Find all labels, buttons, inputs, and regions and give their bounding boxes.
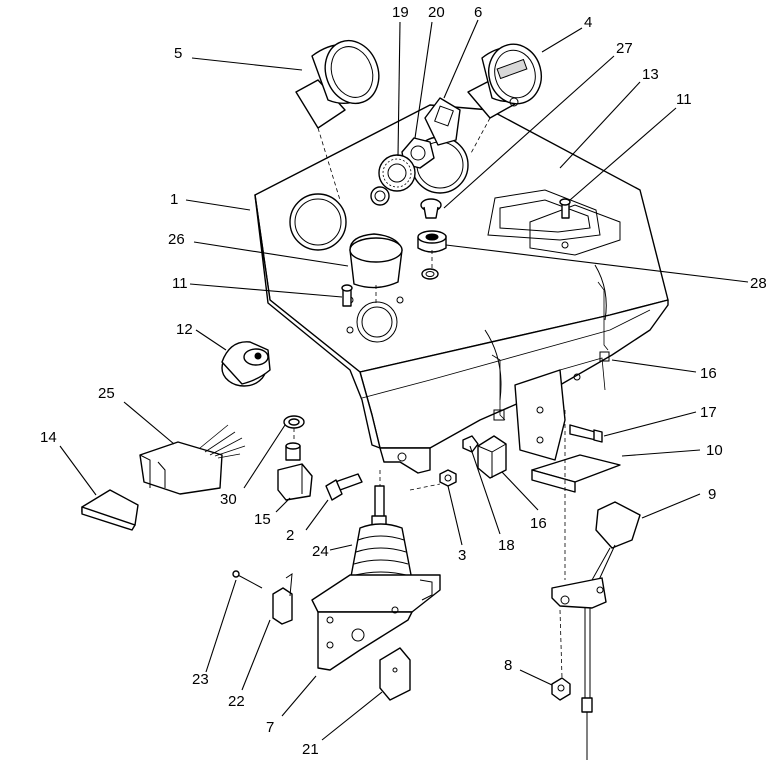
connector-26: [139, 424, 246, 495]
callout-3: 3: [458, 547, 466, 564]
gauge-5: [295, 39, 380, 129]
callout-23: 22: [228, 693, 245, 710]
bracket-10: [514, 357, 621, 493]
nut-8: [551, 677, 571, 701]
callout-6: 6: [474, 4, 482, 21]
callout-24: 23: [192, 671, 209, 688]
callout-20: 19: [392, 4, 409, 21]
lever-9: [551, 501, 641, 760]
gauge-4: [467, 43, 542, 119]
nut-30: [283, 415, 305, 429]
bolt-11-left: [341, 284, 353, 307]
seal-29: [417, 230, 447, 280]
callout-9: 9: [708, 486, 716, 503]
buzzer-13: [221, 341, 271, 387]
nut-19: [462, 435, 479, 453]
callout-10: 10: [706, 442, 723, 459]
label-15: [81, 489, 139, 531]
callout-30: 30: [220, 491, 237, 508]
callout-25: 24: [312, 543, 329, 560]
bolt-2: [325, 473, 363, 501]
switch-23: [272, 573, 293, 625]
assembly-lines: [293, 117, 566, 679]
callout-5: 5: [174, 45, 182, 62]
callout-labels: 5 19 20 6 4 27 13 11 1 26 28 11 12 16 25…: [40, 4, 767, 758]
callout-11-left: 11: [172, 275, 188, 292]
callout-17: 16: [530, 515, 547, 532]
callout-16: 15: [254, 511, 271, 528]
bolt-11-right: [559, 198, 571, 219]
plate-22: [379, 647, 411, 701]
callout-18: 17: [700, 404, 717, 421]
nut-3: [439, 469, 457, 487]
indicator-20: [370, 154, 416, 206]
switch-16: [277, 442, 313, 501]
callout-7: 7: [266, 719, 274, 736]
callout-15: 14: [40, 429, 57, 446]
callout-14: 13: [642, 66, 659, 83]
callout-22: 21: [302, 741, 319, 758]
callout-21: 20: [428, 4, 445, 21]
callout-13: 12: [176, 321, 193, 338]
callout-1: 1: [170, 191, 178, 208]
callout-11-right: 11: [676, 91, 692, 108]
push-button-27: [349, 233, 403, 289]
leader-lines: [59, 19, 749, 741]
callout-4: 4: [584, 14, 592, 31]
panel-cutouts: [289, 136, 621, 343]
callout-19: 18: [498, 537, 515, 554]
callout-2: 2: [286, 527, 294, 544]
bracket-7: [311, 574, 441, 671]
callout-27: 26: [168, 231, 185, 248]
callout-29: 28: [750, 275, 767, 292]
knob-28: [420, 198, 442, 219]
pin-24: [232, 570, 263, 589]
control-box-housing: [254, 104, 669, 474]
bolt-18: [569, 424, 603, 443]
block-17: [477, 435, 507, 479]
callout-28: 27: [616, 40, 633, 57]
callout-26: 25: [98, 385, 115, 402]
callout-12: 16: [700, 365, 717, 382]
callout-8: 8: [504, 657, 512, 674]
